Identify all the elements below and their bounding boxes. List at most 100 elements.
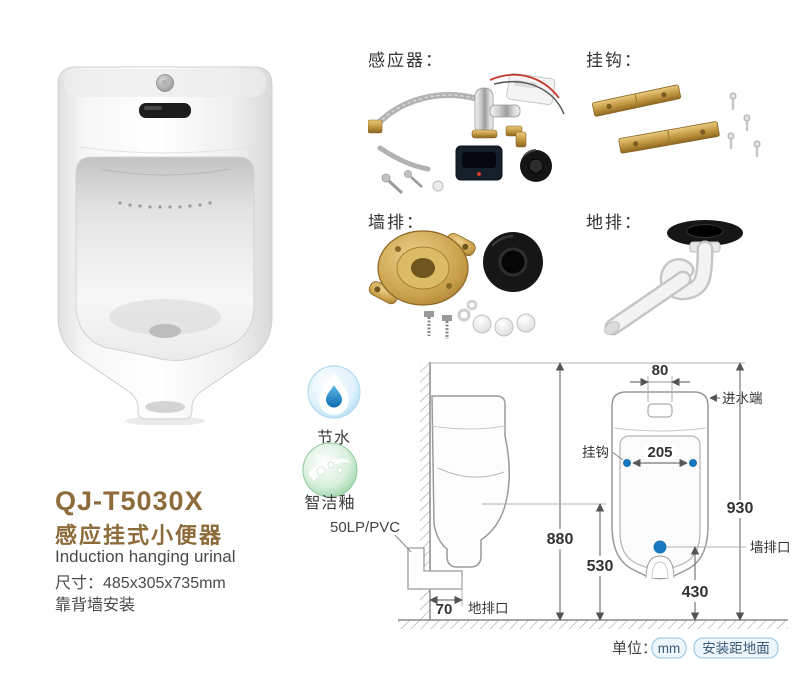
front-crease — [79, 146, 251, 154]
screw-head-2 — [404, 170, 412, 178]
sensor-led — [477, 172, 481, 176]
installation-diagram-svg: 50LP/PVC 70 地排口 880 530 205 — [330, 362, 791, 659]
water-saving-label: 节水 — [316, 430, 351, 447]
sensor-parts-photo — [367, 68, 568, 205]
unit-value: mm — [658, 641, 681, 656]
donut-glint — [491, 235, 514, 247]
install-height-note: 安装距地面 — [702, 641, 770, 656]
water-saving-icon — [307, 365, 361, 419]
inner-rim-line — [99, 168, 231, 176]
bracket-1 — [592, 84, 682, 117]
hook-leader-line — [611, 451, 624, 461]
front-top-panel-line — [613, 427, 707, 432]
sensor-window-glint — [144, 106, 162, 110]
product-title-en: Induction hanging urinal — [55, 547, 236, 566]
drain-point — [653, 540, 667, 554]
wall-outlet-label: 墙排口 — [750, 540, 791, 555]
unit-prefix: 单位： — [612, 640, 657, 657]
flush-cap-center — [161, 79, 169, 87]
glaze-bubble-2 — [327, 461, 335, 469]
dim-70: 70 — [436, 601, 453, 618]
sensor-parts-image — [367, 72, 565, 195]
floor-drain-trap — [604, 220, 743, 336]
floor-drain-image — [604, 220, 743, 336]
bowl-drain — [149, 324, 181, 338]
clean-glaze-icon — [302, 442, 358, 498]
valve-gold-ring — [471, 129, 498, 139]
hose-fitting-1 — [367, 119, 383, 134]
spreader-holes — [118, 201, 212, 209]
screw-head-1 — [381, 173, 391, 183]
side-view-top-line — [431, 425, 506, 430]
white-cap-2 — [494, 317, 514, 337]
water-drop-inner — [326, 385, 342, 408]
bracket-2 — [618, 121, 720, 154]
hook-point-right — [689, 459, 697, 467]
front-sensor-window — [647, 403, 673, 418]
dim-430: 430 — [682, 584, 709, 601]
screw-shaft-2 — [410, 176, 423, 188]
front-outlet — [645, 555, 675, 579]
bolts — [424, 311, 452, 339]
bowl-bottom-shade — [109, 299, 221, 335]
floor-drain-label: 地排： — [586, 213, 643, 232]
glaze-bubble-3 — [337, 467, 343, 473]
side-view-outline — [431, 395, 511, 568]
hook-parts-photo — [585, 68, 770, 168]
dim-880: 880 — [547, 531, 574, 548]
hook-parts-image — [592, 84, 761, 157]
hook-parts-label: 挂钩： — [586, 51, 643, 70]
water-inlet-label: 进水端 — [722, 391, 763, 406]
black-cap-hole — [528, 158, 544, 174]
side-view-bowl-line — [437, 467, 505, 478]
water-saving-badge — [306, 364, 362, 425]
flange-bolt-hole-1 — [395, 246, 401, 252]
screw-shaft-1 — [387, 179, 404, 195]
urinal-image — [57, 66, 273, 426]
product-install-note: 靠背墙安装 — [55, 597, 136, 614]
black-flange-hole — [686, 224, 724, 238]
white-cap-3 — [516, 313, 536, 333]
wall-drain-kit — [368, 230, 543, 339]
product-title-cn: 感应挂式小便器 — [55, 523, 224, 548]
unit-chip — [651, 637, 687, 659]
flange-ear-1 — [446, 232, 476, 256]
white-ring-2 — [466, 299, 478, 311]
hose-1-braid — [373, 94, 475, 129]
brass-flange-hole — [411, 258, 435, 278]
sensor-window — [139, 103, 191, 118]
sensor-eye-window — [462, 152, 496, 168]
note-chip — [693, 637, 779, 659]
floor-outlet-label: 地排口 — [468, 601, 509, 616]
product-photo — [40, 55, 290, 430]
wall-drain-image — [368, 230, 543, 339]
floor-drain-photo — [585, 215, 775, 345]
dark-wire — [493, 80, 565, 115]
dim-930: 930 — [727, 500, 754, 517]
dim-80: 80 — [652, 362, 669, 379]
hook-brackets — [592, 84, 761, 157]
clean-glaze-badge — [301, 441, 359, 504]
white-cap-1 — [472, 314, 492, 334]
braided-hose-1 — [371, 92, 477, 131]
badge-circle — [302, 442, 358, 498]
sensor-kit — [367, 72, 565, 195]
outlet-pipe — [607, 273, 689, 333]
product-size: 尺寸：485x305x735mm — [55, 575, 226, 592]
side-view — [407, 395, 511, 590]
installation-diagram: 50LP/PVC 70 地排口 880 530 205 — [325, 355, 800, 678]
urinal-body — [57, 66, 273, 426]
front-outlet-inner — [651, 561, 669, 579]
black-cap-glint — [523, 149, 537, 157]
pipe-spec-label: 50LP/PVC — [330, 519, 400, 536]
flush-valve-outlet — [489, 104, 521, 118]
dim-205: 205 — [647, 444, 672, 461]
hook-screws — [727, 92, 761, 157]
clean-glaze-label: 智洁釉 — [304, 495, 356, 512]
flange-bolt-hole-2 — [446, 283, 452, 289]
wall-drain-label: 墙排： — [368, 213, 425, 232]
braided-hose-2 — [377, 145, 431, 172]
gold-elbow-b — [515, 131, 527, 148]
floor-hatch — [398, 620, 788, 629]
red-wire — [489, 73, 560, 99]
